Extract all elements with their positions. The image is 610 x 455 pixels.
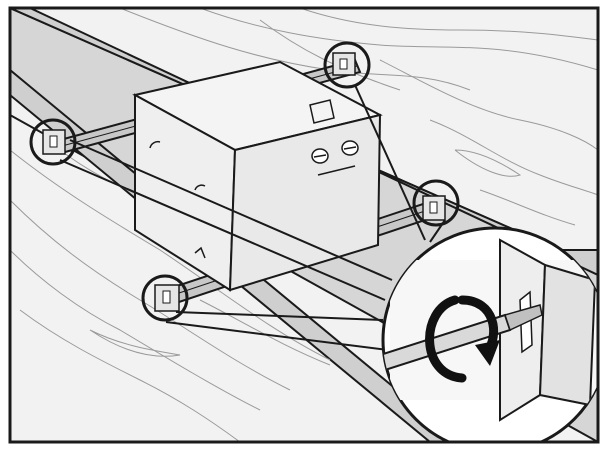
bracket-end-right [423,196,445,220]
bracket-end-bottom [155,285,179,311]
bracket-end-left [43,130,65,154]
bracket-end-top-right [333,53,355,75]
detail-inset [380,228,607,452]
drawing-area [10,8,607,452]
